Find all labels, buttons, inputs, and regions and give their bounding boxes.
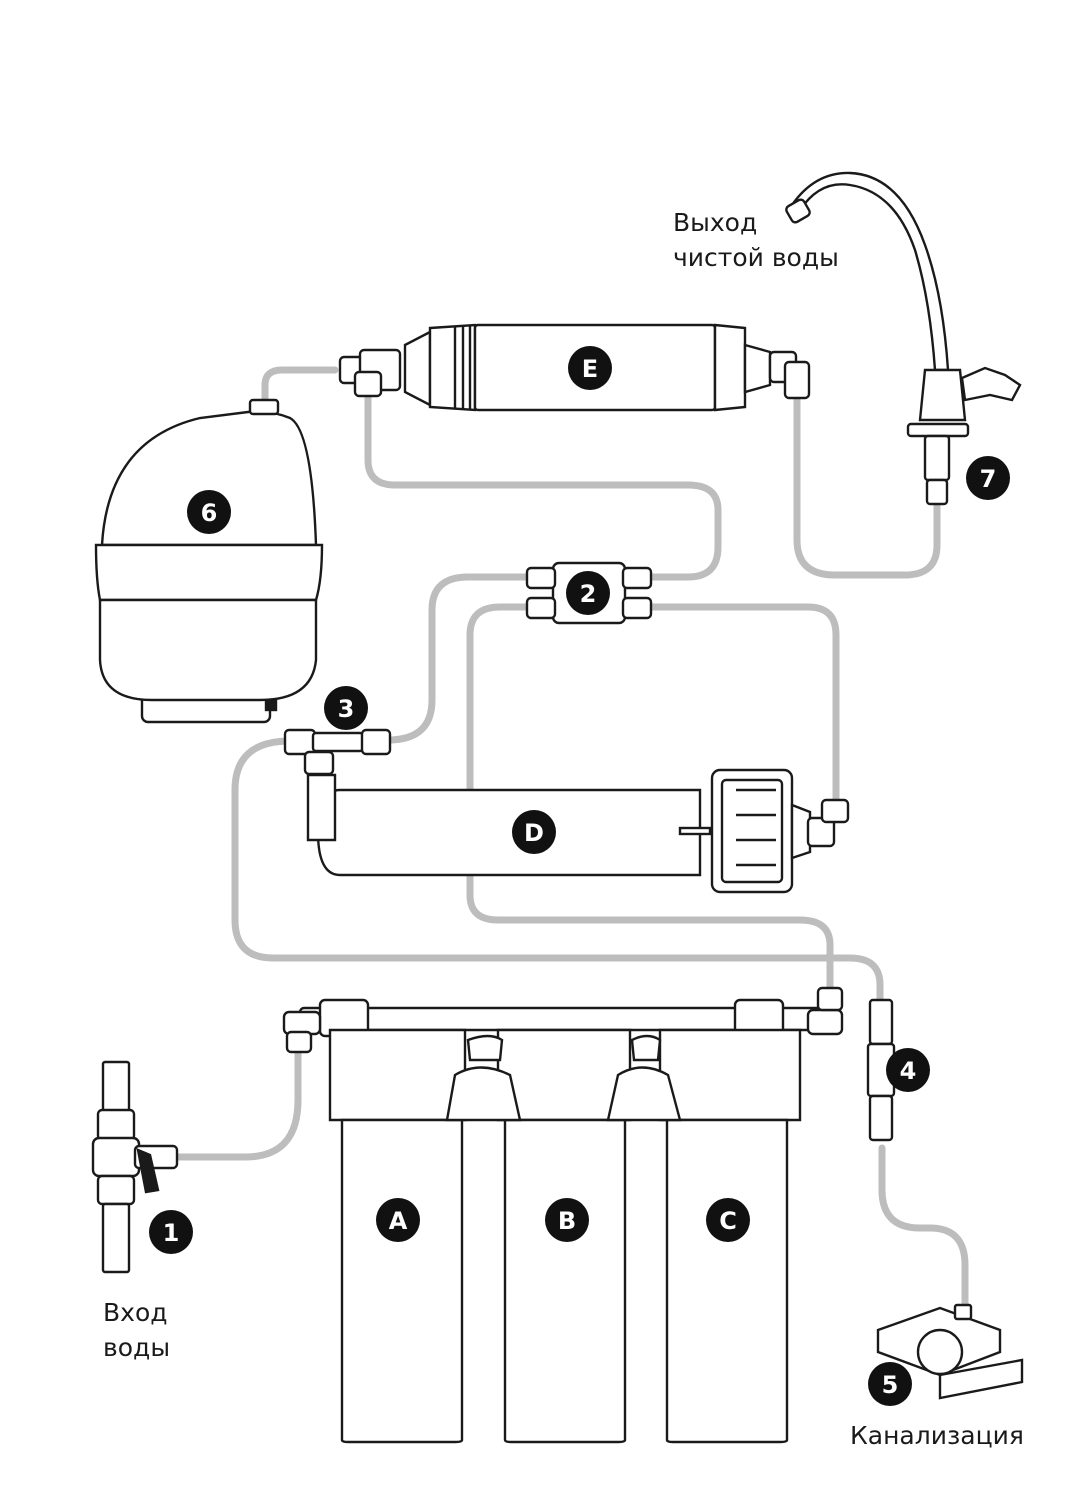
flow-restrictor-4 [866,998,896,1142]
svg-text:6: 6 [201,499,218,527]
tubes [171,366,969,1314]
tube-4-to-drain [878,1144,969,1314]
badge-2: 2 [566,571,610,615]
tube-6-to-e [261,366,339,409]
drain-clamp [876,1303,1024,1400]
inlet-label-line1: Вход [103,1298,168,1327]
badge-4: 4 [886,1048,930,1092]
faucet [785,171,1022,506]
filter-housings [328,1028,802,1444]
membrane-d [306,768,850,894]
tube-d-to-drain [646,603,840,804]
svg-text:D: D [524,819,544,847]
drain-label: Канализация [850,1421,1024,1450]
badge-b: B [545,1198,589,1242]
badge-d: D [512,810,556,854]
svg-text:2: 2 [580,580,597,608]
tube-e-to-faucet [793,394,941,579]
inlet-label-line2: воды [103,1333,171,1362]
manifold [282,986,844,1054]
tube-3-to-2 [384,573,534,744]
tube-2-to-e [364,391,722,581]
svg-text:5: 5 [882,1371,899,1399]
badge-6: 6 [187,490,231,534]
inlet-label: Вход воды [103,1295,170,1365]
badge-c: C [706,1198,750,1242]
outlet-label: Выход чистой воды [673,205,839,275]
svg-text:1: 1 [163,1219,180,1247]
inlet-valve [91,1060,179,1274]
tube-inlet [171,1048,302,1161]
badges: 1 2 3 4 5 6 7 A [149,346,1010,1406]
svg-text:C: C [719,1207,737,1235]
svg-text:3: 3 [338,695,355,723]
tube-3-to-4 [231,737,884,1007]
outlet-label-line1: Выход [673,208,758,237]
svg-text:7: 7 [980,465,997,493]
badge-3: 3 [324,686,368,730]
tube-c-to-d [466,603,834,1009]
badge-5: 5 [868,1362,912,1406]
svg-text:B: B [558,1207,576,1235]
svg-text:E: E [582,355,598,383]
storage-tank [94,398,324,724]
badge-1: 1 [149,1210,193,1254]
outlet-label-line2: чистой воды [673,243,839,272]
tee-3 [283,728,392,776]
svg-text:A: A [389,1207,408,1235]
badge-7: 7 [966,456,1010,500]
svg-text:4: 4 [900,1057,917,1085]
badge-e: E [568,346,612,390]
badge-a: A [376,1198,420,1242]
